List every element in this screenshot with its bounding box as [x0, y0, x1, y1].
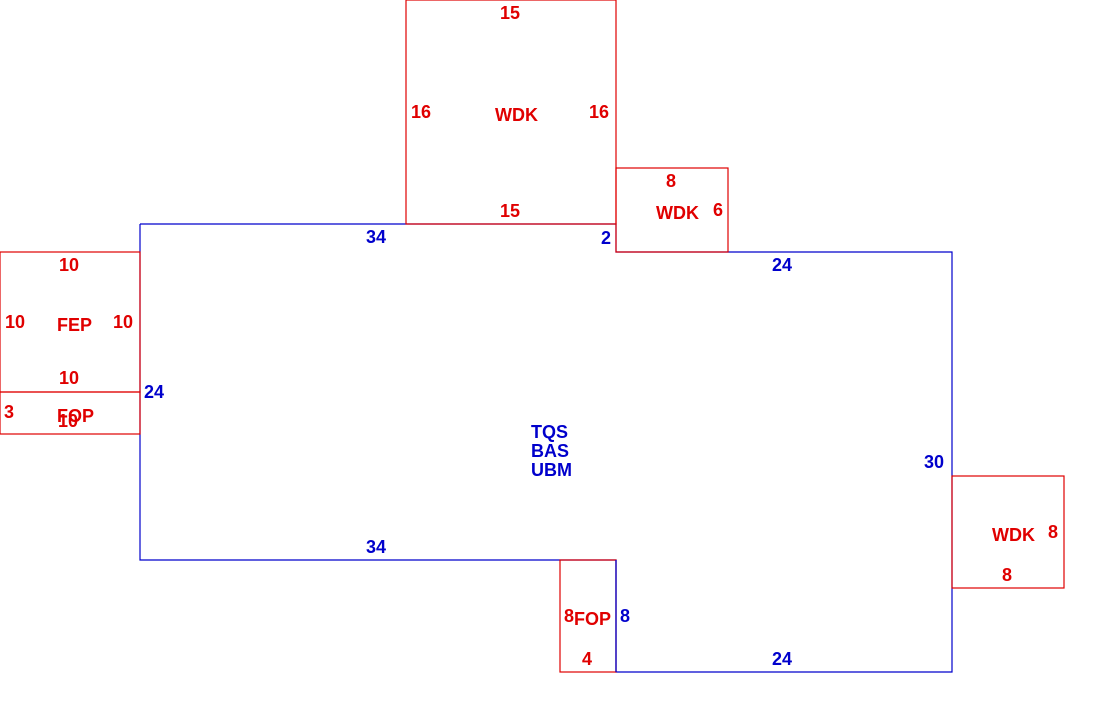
dim-fep-left: 10 [5, 312, 25, 332]
main-code-ubm: UBM [531, 460, 572, 480]
wdk-small-outline [615, 167, 729, 253]
fop-left-outline [0, 391, 141, 435]
wdk-small-label: WDK [656, 203, 699, 223]
dim-main-top-right: 24 [772, 255, 792, 275]
dim-wdk-top-bottom: 15 [500, 201, 520, 221]
wdk-top-outline [405, 0, 617, 225]
fop-bottom-label: FOP [574, 609, 611, 629]
dim-wdk-small-right: 6 [713, 200, 723, 220]
dim-fep-bottom: 10 [59, 368, 79, 388]
dim-fop-bottom-bottom: 4 [582, 649, 592, 669]
dim-main-bottom-step: 8 [620, 606, 630, 626]
fop-left-label: FOP [57, 406, 94, 426]
dim-main-right: 30 [924, 452, 944, 472]
wdk-right-outline [951, 475, 1065, 589]
wdk-right-label: WDK [992, 525, 1035, 545]
dim-fop-left-left: 3 [4, 402, 14, 422]
dim-main-bottom-left: 34 [366, 537, 386, 557]
dim-main-bottom-right: 24 [772, 649, 792, 669]
dim-wdk-top-left: 16 [411, 102, 431, 122]
dim-wdk-top-top: 15 [500, 3, 520, 23]
dim-wdk-top-right: 16 [589, 102, 609, 122]
dim-fop-bottom-left: 8 [564, 606, 574, 626]
dim-wdk-right-bottom: 8 [1002, 565, 1012, 585]
dim-wdk-right-right: 8 [1048, 522, 1058, 542]
dim-main-top-left: 34 [366, 227, 386, 247]
main-code-tqs: TQS [531, 422, 568, 442]
dim-main-left: 24 [144, 382, 164, 402]
fep-label: FEP [57, 315, 92, 335]
dim-wdk-small-top: 8 [666, 171, 676, 191]
dim-fep-right: 10 [113, 312, 133, 332]
dim-fop-left-bottom: 10 [58, 411, 78, 431]
dim-main-top-step: 2 [601, 228, 611, 248]
dim-fep-top: 10 [59, 255, 79, 275]
wdk-top-label: WDK [495, 105, 538, 125]
main-code-bas: BAS [531, 441, 569, 461]
